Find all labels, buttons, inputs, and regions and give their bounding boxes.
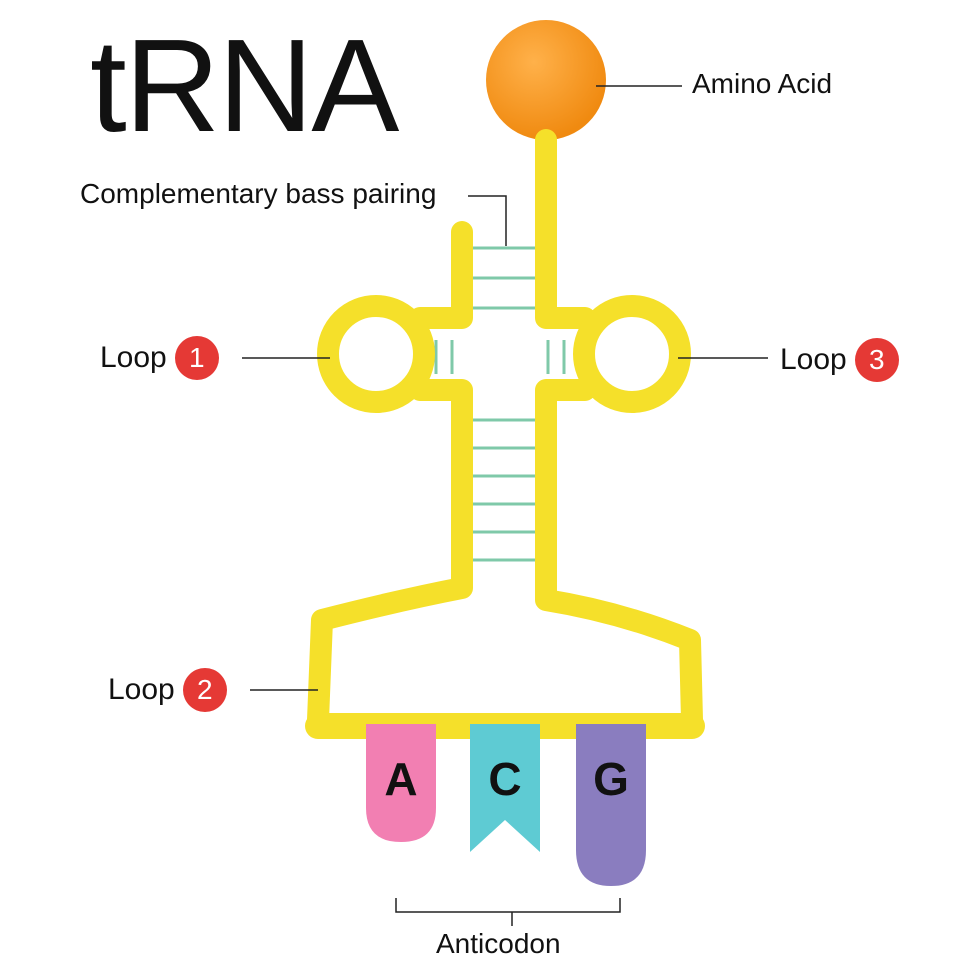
loop-3-text: Loop	[780, 343, 847, 376]
loop-2-badge: 2	[182, 668, 227, 712]
base-label-a: A	[384, 753, 418, 805]
amino-acid-label: Amino Acid	[692, 68, 833, 99]
loop-1-label: Loop 1	[100, 336, 219, 380]
anticodon-label: Anticodon	[436, 928, 561, 959]
base-c-shape	[470, 724, 540, 852]
diagram-title: tRNA	[90, 12, 399, 159]
loop-2-label: Loop 2	[108, 668, 227, 712]
loop-3-label: Loop 3	[780, 338, 899, 382]
anticodon-bases	[366, 724, 646, 886]
base-a-shape	[366, 724, 436, 842]
base-g-shape	[576, 724, 646, 886]
amino-acid-ball	[486, 20, 606, 140]
base-pairing-label: Complementary bass pairing	[80, 178, 437, 209]
trna-strand	[305, 129, 705, 739]
loop-1-text: Loop	[100, 341, 167, 374]
loop-3-badge: 3	[854, 338, 899, 382]
leader-lines	[242, 85, 768, 926]
base-label-c: C	[488, 753, 522, 805]
loop-2-text: Loop	[108, 673, 175, 706]
base-label-g: G	[593, 753, 629, 805]
loop-1-badge: 1	[174, 336, 219, 380]
